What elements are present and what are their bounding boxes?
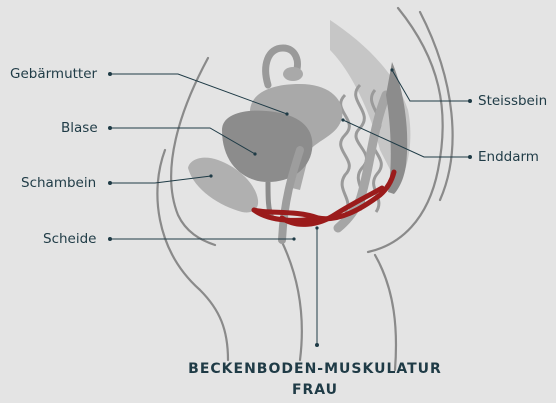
label-blase: Blase xyxy=(61,120,98,136)
diagram-title-line2: FRAU xyxy=(130,380,500,401)
diagram-title-line1: BECKENBODEN-MUSKULATUR xyxy=(130,359,500,380)
buttock-contour xyxy=(375,255,396,370)
leader-steissbein xyxy=(392,70,470,101)
label-steissbein: Steissbein xyxy=(478,93,547,109)
label-enddarm: Enddarm xyxy=(478,149,539,165)
thigh-inner-contour xyxy=(282,242,302,360)
label-gebaermutter: Gebärmutter xyxy=(10,66,97,82)
label-scheide: Scheide xyxy=(43,231,96,247)
belly-contour xyxy=(171,58,215,245)
label-schambein: Schambein xyxy=(21,175,96,191)
back-inner-contour xyxy=(420,12,453,200)
